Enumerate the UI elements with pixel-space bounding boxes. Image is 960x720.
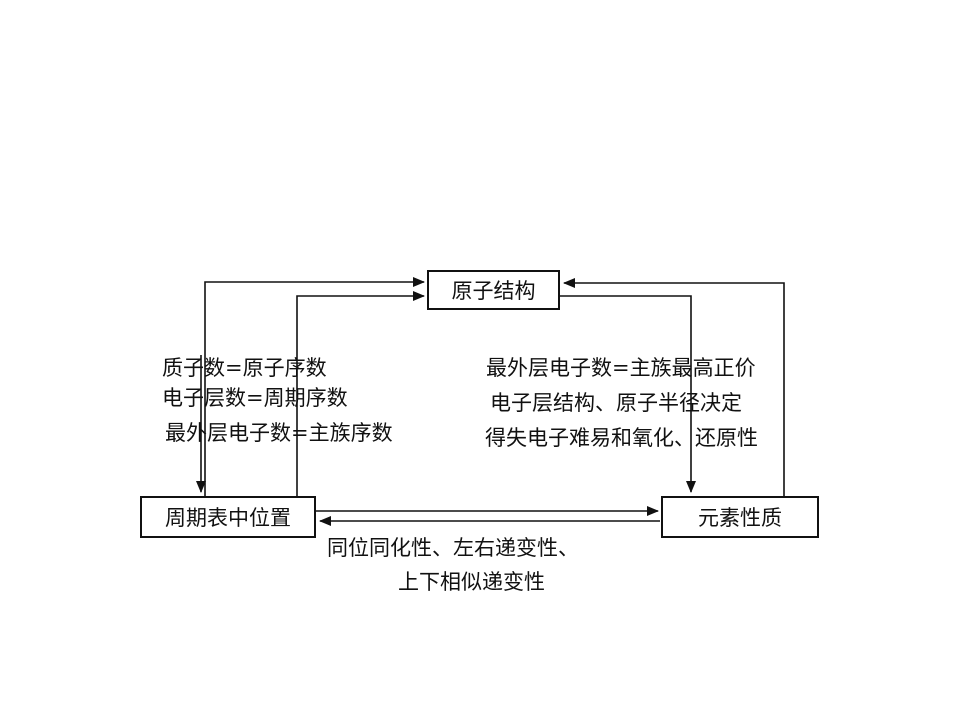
label-left-proton: 质子数=原子序数 (162, 356, 327, 380)
label-bottom-trends: 同位同化性、左右递变性、 (327, 536, 579, 560)
label-left-shells: 电子层数=周期序数 (162, 386, 348, 410)
node-element-properties: 元素性质 (661, 496, 819, 538)
edge-position-to-structure (204, 277, 425, 496)
label-right-radius: 电子层结构、原子半径决定 (490, 391, 742, 415)
label-right-redox: 得失电子难易和氧化、还原性 (485, 426, 758, 450)
label-bottom-similar: 上下相似递变性 (398, 570, 545, 594)
label-left-outer: 最外层电子数=主族序数 (165, 421, 393, 445)
edge-position-to-structure-inner (296, 291, 425, 450)
node-periodic-position: 周期表中位置 (140, 496, 316, 538)
label-right-valence: 最外层电子数=主族最高正价 (486, 356, 756, 380)
node-atomic-structure: 原子结构 (427, 270, 560, 310)
edge-structure-to-properties (560, 295, 696, 493)
edge-properties-to-structure (563, 278, 785, 496)
